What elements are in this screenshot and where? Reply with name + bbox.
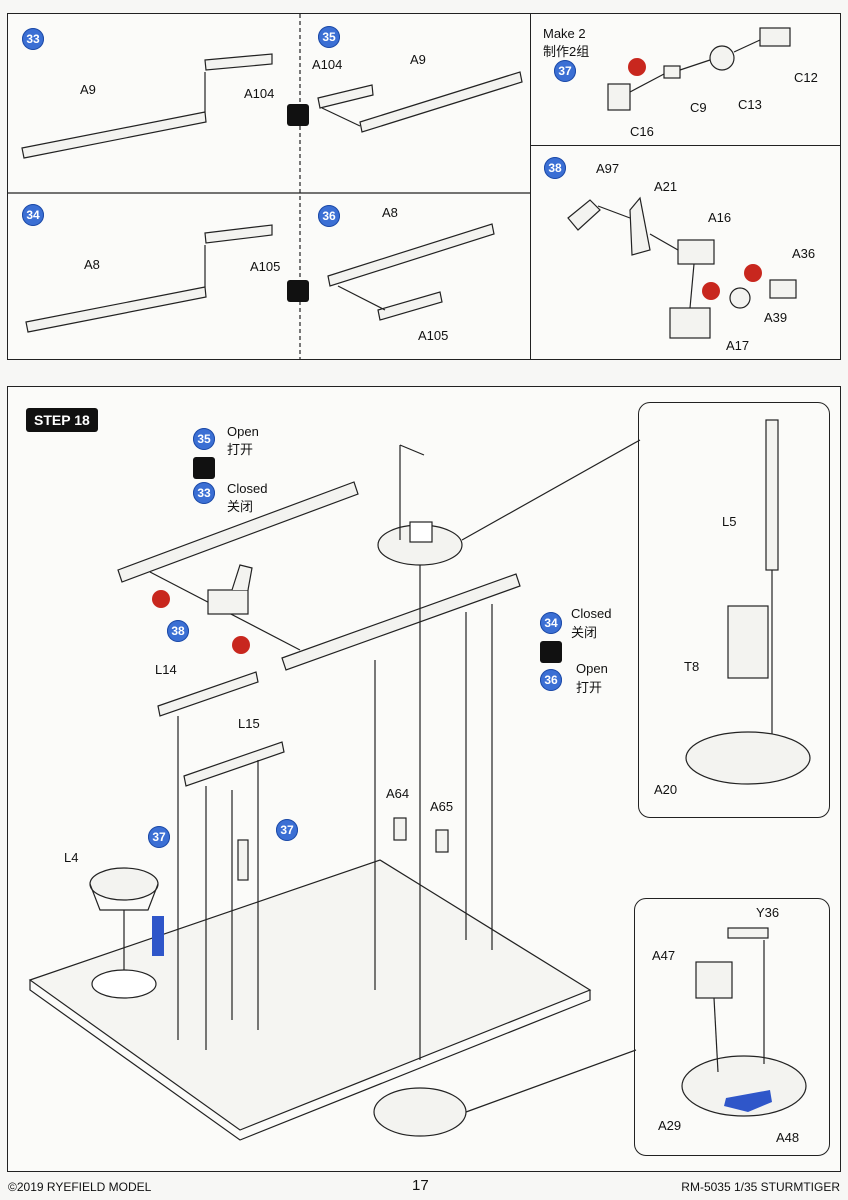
open-label-2: Open (576, 661, 608, 676)
step-title: STEP 18 (26, 408, 98, 432)
badge-35-open: 35 (193, 428, 215, 450)
closed-label: Closed (227, 481, 268, 496)
swap-icon-3 (193, 457, 215, 479)
badge-33-closed: 33 (193, 482, 215, 504)
swap-icon-1 (287, 104, 309, 126)
footer-copyright: ©2019 RYEFIELD MODEL (8, 1180, 152, 1194)
substep-badge-37: 37 (554, 60, 576, 82)
part-label-a17: A17 (726, 338, 750, 353)
swap-icon-2 (287, 280, 309, 302)
part-label-c13: C13 (738, 97, 762, 112)
part-label-a9-b: A9 (410, 52, 426, 67)
part-label-a97: A97 (596, 161, 620, 176)
part-label-a65: A65 (430, 799, 454, 814)
no-glue-icon-5 (232, 636, 250, 654)
part-label-l4: L4 (64, 850, 79, 865)
part-label-t8: T8 (684, 659, 700, 674)
closed-label-2: Closed (571, 606, 612, 621)
make-label: Make 2 (543, 26, 586, 41)
part-label-a104: A104 (244, 86, 275, 101)
badge-37-b: 37 (276, 819, 298, 841)
open-label: Open (227, 424, 259, 439)
closed-label-cn: 关闭 (227, 499, 254, 514)
substep-badge-33: 33 (22, 28, 44, 50)
no-glue-icon-4 (152, 590, 170, 608)
substep-badge-36: 36 (318, 205, 340, 227)
part-label-a36: A36 (792, 246, 816, 261)
footer-page-number: 17 (412, 1177, 429, 1194)
part-label-l5: L5 (722, 514, 737, 529)
open-label-2-cn: 打开 (576, 680, 603, 695)
part-label-a21: A21 (654, 179, 678, 194)
top-panel-left (7, 13, 531, 360)
part-label-a48: A48 (776, 1130, 800, 1145)
part-label-a8-b: A8 (382, 205, 398, 220)
part-label-a16: A16 (708, 210, 732, 225)
no-glue-icon-1 (628, 58, 646, 76)
part-label-c9: C9 (690, 100, 707, 115)
no-glue-icon-2 (744, 264, 762, 282)
part-label-a20: A20 (654, 782, 678, 797)
footer-product-code: RM-5035 1/35 STURMTIGER (681, 1180, 840, 1194)
part-label-c12: C12 (794, 70, 818, 85)
substep-badge-38: 38 (544, 157, 566, 179)
swap-icon-4 (540, 641, 562, 663)
badge-34-closed: 34 (540, 612, 562, 634)
make-label-cn: 制作2组 (543, 44, 590, 59)
part-label-a105-b: A105 (418, 328, 449, 343)
part-label-a47: A47 (652, 948, 676, 963)
open-label-cn: 打开 (227, 442, 254, 457)
badge-38: 38 (167, 620, 189, 642)
part-label-c16: C16 (630, 124, 654, 139)
part-label-a9: A9 (80, 82, 96, 97)
part-label-y36: Y36 (756, 905, 780, 920)
closed-label-2-cn: 关闭 (571, 625, 598, 640)
badge-36-open: 36 (540, 669, 562, 691)
badge-37-a: 37 (148, 826, 170, 848)
part-label-a64: A64 (386, 786, 410, 801)
no-glue-icon-3 (702, 282, 720, 300)
part-label-a105: A105 (250, 259, 281, 274)
part-label-a104-b: A104 (312, 57, 343, 72)
substep-badge-35: 35 (318, 26, 340, 48)
part-label-a8: A8 (84, 257, 100, 272)
part-label-l14: L14 (155, 662, 177, 677)
part-label-l15: L15 (238, 716, 260, 731)
part-label-a29: A29 (658, 1118, 682, 1133)
substep-badge-34: 34 (22, 204, 44, 226)
part-label-a39: A39 (764, 310, 788, 325)
